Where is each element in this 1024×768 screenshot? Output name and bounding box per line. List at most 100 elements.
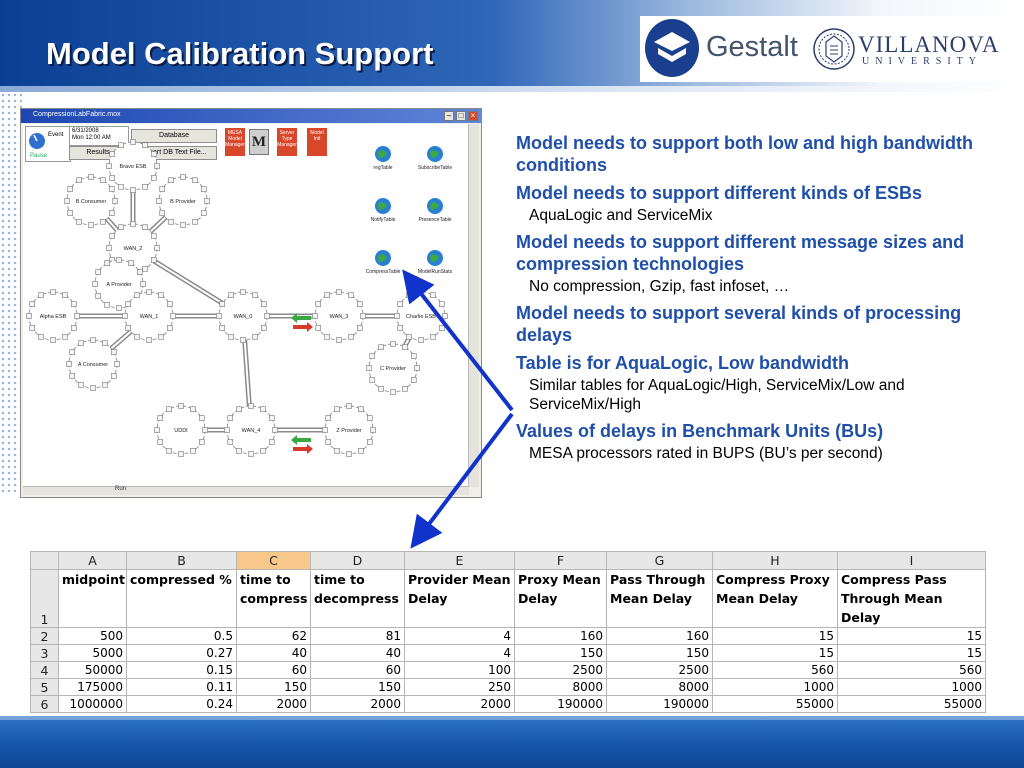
network-node[interactable]: WAN_4 [224,403,278,457]
table-row: 1 midpoint compressed % time to compress… [30,569,986,628]
close-button[interactable]: × [468,111,478,121]
column-header-b[interactable]: B [126,551,237,570]
table-cell[interactable]: 15 [837,644,986,662]
table-cell[interactable]: 175000 [58,678,127,696]
manage-table-block[interactable]: regTable [373,146,393,171]
table-cell[interactable]: 150 [606,644,713,662]
table-cell[interactable]: 62 [236,627,311,645]
network-node[interactable]: WAN_1 [122,289,176,343]
network-node[interactable]: Alpha ESB [26,289,80,343]
table-cell[interactable]: 0.11 [126,678,237,696]
table-cell[interactable]: 160 [514,627,607,645]
table-cell[interactable]: 15 [837,627,986,645]
table-cell[interactable]: 15 [712,644,838,662]
table-cell[interactable]: 100 [404,661,515,679]
table-cell[interactable]: Provider Mean Delay [404,569,515,628]
manage-table-block[interactable]: SubscribeTable [418,146,452,171]
row-header[interactable]: 1 [30,569,59,628]
table-cell[interactable]: 50000 [58,661,127,679]
table-cell[interactable]: 2500 [606,661,713,679]
table-cell[interactable]: 1000 [837,678,986,696]
table-cell[interactable]: 250 [404,678,515,696]
column-header-i[interactable]: I [837,551,986,570]
server-type-manager-tile[interactable]: Server Type Manager [277,128,297,156]
column-header-f[interactable]: F [514,551,607,570]
mesa-model-manager-tile[interactable]: MESA Model Manager [225,128,245,156]
table-cell[interactable]: 0.15 [126,661,237,679]
table-cell[interactable]: 2000 [236,695,311,713]
table-cell[interactable]: 60 [310,661,405,679]
table-cell[interactable]: 40 [310,644,405,662]
network-node[interactable]: A Consumer [66,337,120,391]
table-cell[interactable]: 4 [404,627,515,645]
table-cell[interactable]: 55000 [712,695,838,713]
table-cell[interactable]: compressed % [126,569,237,628]
table-cell[interactable]: 190000 [514,695,607,713]
table-cell[interactable]: 560 [837,661,986,679]
table-cell[interactable]: 1000000 [58,695,127,713]
network-node[interactable]: WAN_3 [312,289,366,343]
network-node[interactable]: Bravo ESB [106,139,160,193]
table-cell[interactable]: 190000 [606,695,713,713]
table-cell[interactable]: 560 [712,661,838,679]
network-node[interactable]: WAN_0 [216,289,270,343]
table-cell[interactable]: 150 [310,678,405,696]
manage-table-block[interactable]: NotifyTable [371,198,396,223]
table-cell[interactable]: 160 [606,627,713,645]
manage-table-block[interactable]: CompressTable [366,250,401,275]
table-cell[interactable]: 8000 [514,678,607,696]
table-cell[interactable]: 15 [712,627,838,645]
network-node[interactable]: Z Provider [322,403,376,457]
network-node[interactable]: Charlie ESB [394,289,448,343]
table-cell[interactable]: 0.24 [126,695,237,713]
row-header[interactable]: 5 [30,678,59,696]
manage-table-block[interactable]: ModelRunStats [418,250,453,275]
column-header-e[interactable]: E [404,551,515,570]
table-cell[interactable]: 60 [236,661,311,679]
network-node[interactable]: B Consumer [64,174,118,228]
column-header-g[interactable]: G [606,551,713,570]
table-cell[interactable]: 150 [514,644,607,662]
table-cell[interactable]: 55000 [837,695,986,713]
network-node[interactable]: C Provider [366,341,420,395]
model-init-tile[interactable]: Model Init [307,128,327,156]
row-header[interactable]: 3 [30,644,59,662]
table-cell[interactable]: 40 [236,644,311,662]
maximize-button[interactable]: □ [456,111,466,121]
table-cell[interactable]: 2000 [404,695,515,713]
select-all-corner[interactable] [30,551,59,570]
table-cell[interactable]: time to decompress [310,569,405,628]
database-button[interactable]: Database [131,129,217,143]
table-cell[interactable]: 0.27 [126,644,237,662]
table-cell[interactable]: 0.5 [126,627,237,645]
horizontal-scrollbar[interactable]: Run [23,486,469,495]
table-cell[interactable]: 2500 [514,661,607,679]
table-cell[interactable]: 2000 [310,695,405,713]
column-header-h[interactable]: H [712,551,838,570]
table-cell[interactable]: 5000 [58,644,127,662]
vertical-scrollbar[interactable] [468,124,479,487]
table-cell[interactable]: time to compress [236,569,311,628]
column-header-c[interactable]: C [236,551,311,570]
row-header[interactable]: 4 [30,661,59,679]
row-header[interactable]: 6 [30,695,59,713]
table-cell[interactable]: 150 [236,678,311,696]
table-cell[interactable]: 1000 [712,678,838,696]
m-tile[interactable]: M [249,129,269,155]
table-cell[interactable]: 81 [310,627,405,645]
table-cell[interactable]: Compress Proxy Mean Delay [712,569,838,628]
table-cell[interactable]: 4 [404,644,515,662]
network-node[interactable]: B Provider [156,174,210,228]
minimize-button[interactable]: – [444,111,454,121]
table-cell[interactable]: 500 [58,627,127,645]
table-cell[interactable]: Proxy Mean Delay [514,569,607,628]
network-node[interactable]: UDDI [154,403,208,457]
row-header[interactable]: 2 [30,627,59,645]
table-cell[interactable]: 8000 [606,678,713,696]
table-cell[interactable]: midpoint [58,569,127,628]
table-cell[interactable]: Pass Through Mean Delay [606,569,713,628]
column-header-a[interactable]: A [58,551,127,570]
manage-table-block[interactable]: PresenceTable [418,198,452,223]
column-header-d[interactable]: D [310,551,405,570]
table-cell[interactable]: Compress Pass Through Mean Delay [837,569,986,628]
